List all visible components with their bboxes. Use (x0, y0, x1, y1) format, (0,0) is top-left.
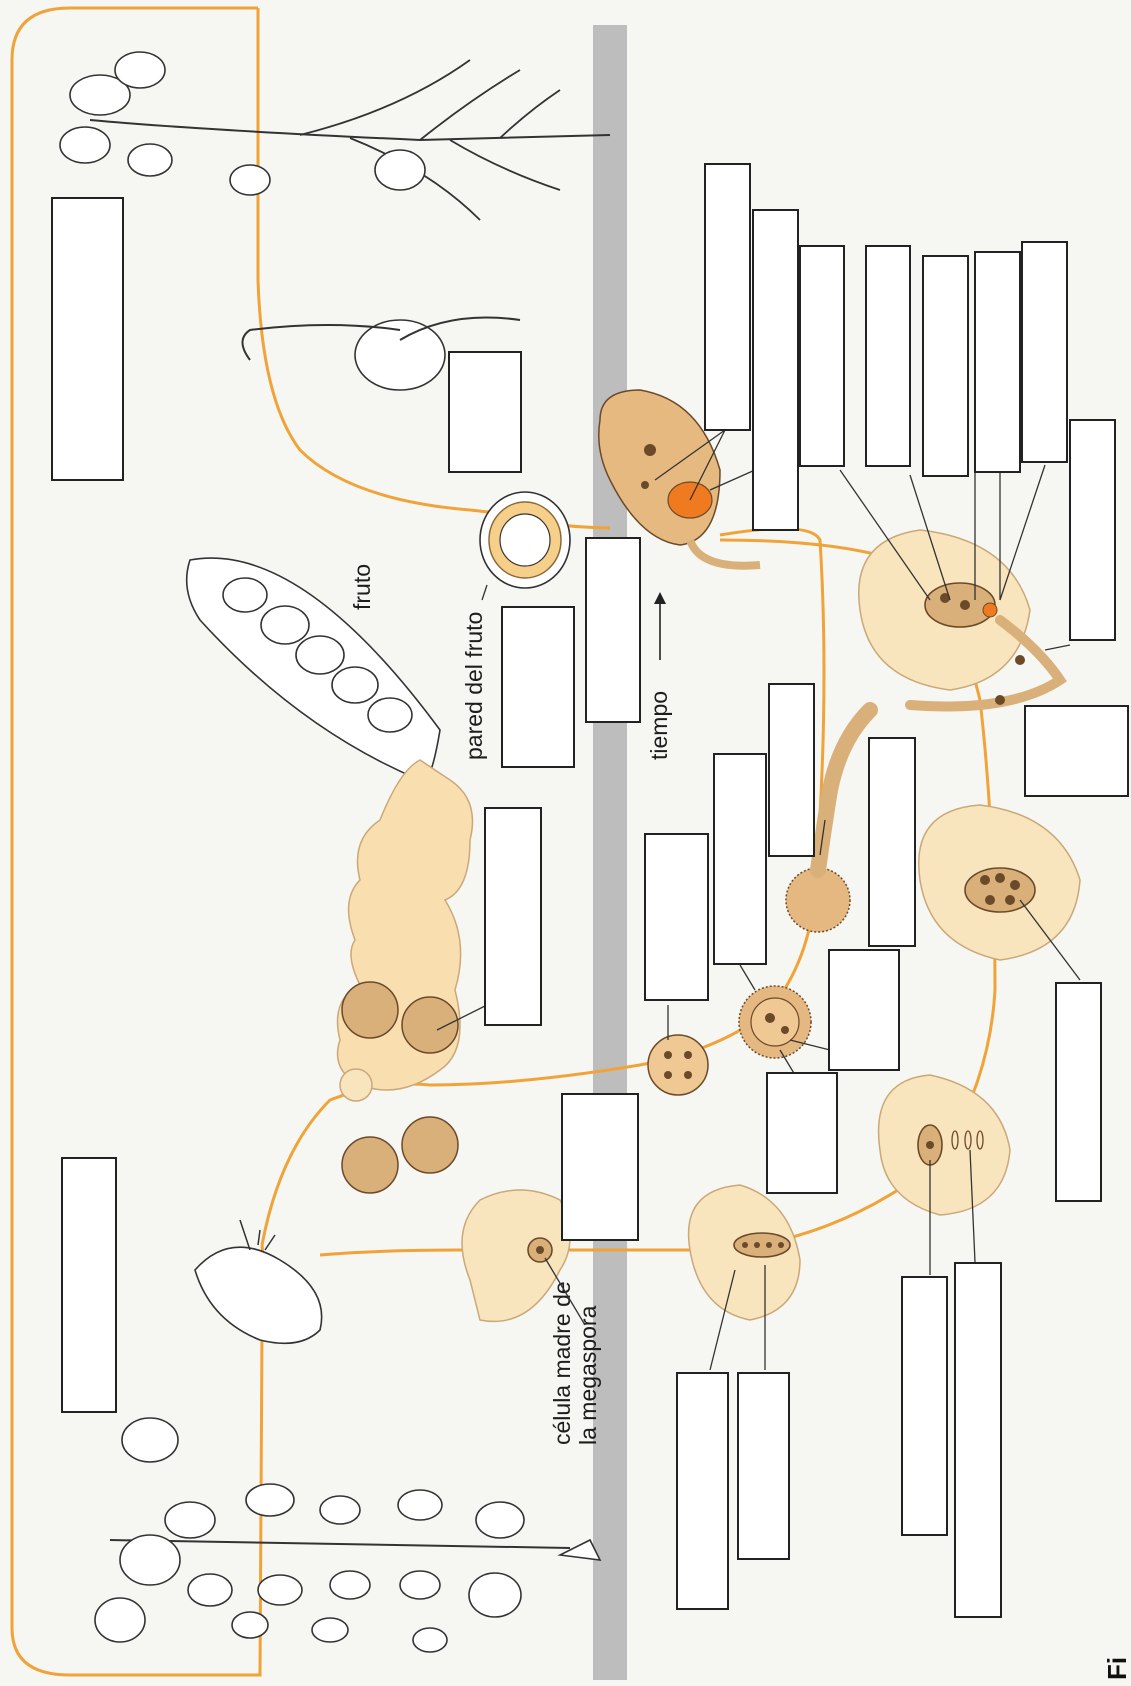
label-box-23[interactable] (1055, 982, 1102, 1202)
label-box-14[interactable] (1021, 241, 1068, 463)
germinating-seed-illustration (241, 316, 521, 391)
megaspore-mother-label-line1: célula madre de (549, 1281, 575, 1445)
cycle-line-top (256, 8, 611, 530)
ovule-fertilization-illustration (858, 529, 1067, 712)
label-box-11[interactable] (865, 245, 911, 467)
pea-flower-illustration (194, 1219, 323, 1345)
label-box-04[interactable] (501, 606, 575, 768)
label-box-26[interactable] (901, 1276, 948, 1536)
label-box-25[interactable] (737, 1372, 790, 1560)
anther-section-illustration (336, 759, 474, 1194)
seed-section-illustration (479, 491, 571, 589)
label-box-18[interactable] (713, 753, 767, 965)
megaspore-mother-leader (544, 1257, 586, 1326)
megaspore-leaders (929, 1149, 976, 1275)
label-box-13[interactable] (974, 251, 1021, 473)
pollen-grain-leaders (739, 964, 831, 1076)
figure-caption: Fi (1102, 1657, 1131, 1680)
ovule-tetrad-illustration (687, 1184, 801, 1321)
time-arrow-head (654, 592, 666, 604)
label-box-01[interactable] (51, 197, 124, 481)
tetrad-leaders (709, 1265, 766, 1371)
time-label: tiempo (646, 691, 672, 760)
pollen-grain-illustration (738, 985, 812, 1059)
label-box-17[interactable] (768, 683, 815, 857)
ovule-megaspore-mother-illustration (461, 1189, 571, 1323)
label-box-15[interactable] (1069, 419, 1116, 641)
pea-plant-bottom-illustration (94, 1417, 602, 1653)
label-box-20[interactable] (644, 833, 709, 1001)
label-box-06[interactable] (585, 537, 641, 723)
label-box-08[interactable] (704, 163, 751, 431)
fruit-label: fruto (349, 564, 375, 610)
label-box-21[interactable] (828, 949, 900, 1071)
anther-leader (436, 1004, 488, 1031)
label-box-12[interactable] (922, 255, 969, 477)
label-box-16[interactable] (1024, 705, 1129, 797)
microspore-tetrad-illustration (647, 1034, 709, 1096)
label-box-24[interactable] (676, 1372, 729, 1610)
label-box-09[interactable] (752, 209, 799, 531)
developing-seed-illustration (598, 389, 761, 570)
label-box-03[interactable] (448, 351, 522, 473)
pea-pod-illustration (185, 557, 441, 783)
pollen-tube-leader (819, 819, 826, 856)
label-box-05[interactable] (484, 807, 542, 1026)
developing-seed-leaders (654, 429, 756, 501)
megaspore-mother-label-line2: la megaspora (575, 1305, 601, 1445)
fruit-wall-label: pared del fruto (461, 612, 487, 760)
pea-plant-top-illustration (59, 51, 611, 221)
embryo-sac-leader (1019, 899, 1081, 981)
fertilization-leaders (839, 464, 1071, 651)
label-box-22[interactable] (766, 1072, 838, 1194)
fruit-wall-leader (481, 584, 488, 601)
ovule-functional-megaspore-illustration (877, 1074, 1011, 1216)
label-box-27[interactable] (954, 1262, 1002, 1618)
label-box-10[interactable] (799, 245, 845, 467)
label-box-02[interactable] (61, 1157, 117, 1413)
label-box-07[interactable] (561, 1093, 639, 1241)
label-box-19[interactable] (868, 737, 916, 947)
ovule-embryo-sac-illustration (918, 804, 1081, 961)
time-divider-bar (593, 25, 627, 1680)
blank-label-boxes (51, 163, 1129, 1618)
